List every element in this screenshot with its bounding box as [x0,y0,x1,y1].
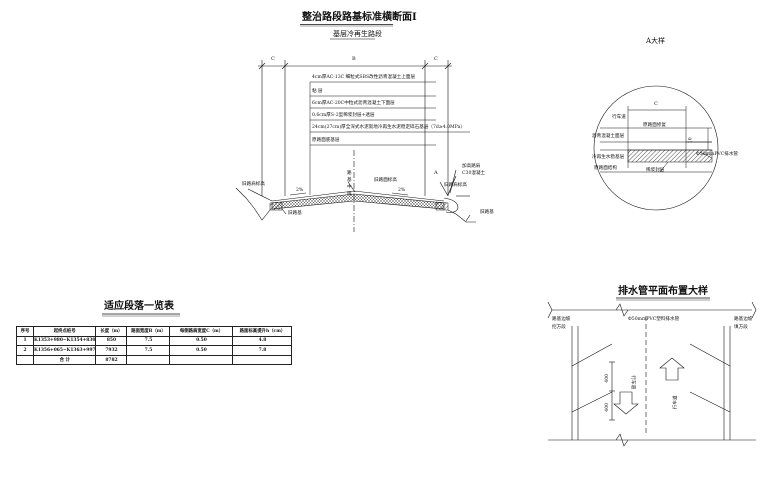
table-header-row: 序号 起终点桩号 长度（m） 路面宽度B（m） 每侧路肩宽度C（m） 路面标高提… [16,326,293,337]
segment-table: 序号 起终点桩号 长度（m） 路面宽度B（m） 每侧路肩宽度C（m） 路面标高提… [16,326,293,366]
dim-b: B [352,56,356,62]
layer-label-3: 6cm厚AC-20C中粒式沥青混凝土下面层 [312,101,395,106]
drain-dim-top: 400 [605,373,611,383]
col-header: 起终点桩号 [32,326,97,337]
col-header: 路面标高提升h（cm） [232,326,293,337]
table-cell [232,354,293,366]
detail-a-base: 冷再生水稳基层 [592,155,625,160]
table-cell: 4.8 [232,335,293,347]
dimension-line [258,60,452,196]
detail-a-repair: 原路面修复 [643,123,666,128]
detail-a-dim-10: 10 [688,137,694,144]
dim-c-right: C [434,56,438,62]
table-cell: 850 [95,335,128,347]
table-cell: 1 [16,335,34,347]
pavement-structure [269,190,449,211]
detail-a-seal: 稀浆封层 [646,168,665,173]
embankment [235,150,476,232]
col-header: 长度（m） [95,326,128,337]
col-header: 序号 [16,326,34,337]
drain-lane-right: 行车道 [673,395,679,410]
table-cell: 7932 [95,345,128,356]
table-cell [16,354,34,366]
drain-title: 排水管平面布置大样 [618,286,708,297]
label-old-base-left: 旧路基 [288,211,302,216]
drain-right-label-1: 路基边坡 [734,317,753,322]
label-c30: C30混凝土 [462,171,486,176]
layer-label-4: 0.6cm厚S-2型稀浆封层+透层 [312,113,375,118]
label-mark-a: A [434,170,438,176]
table-cell: K1353+980~K1354+830 [32,335,97,347]
detail-a-pipe: Φ50mmPVC排水管 [696,152,739,157]
label-old-shoulder-left: 旧路肩标高 [242,182,265,187]
label-centerline: 路基中线 [347,171,352,197]
table-cell [169,354,234,366]
table-cell [126,354,171,366]
drain-plan [547,301,757,447]
detail-a-orig: 原路面结构 [594,166,617,171]
drain-lane-left: 行车道 [630,375,636,390]
col-header: 每侧路肩宽度C（m） [169,326,234,337]
table-cell: 7.8 [232,345,293,356]
label-old-base-right: 旧路基 [480,210,494,215]
detail-a-dim-c: C [654,101,658,107]
label-widen: 加高路肩 [462,164,481,169]
detail-a-lane: 行车道 [612,115,626,120]
detail-a-circle [593,85,719,211]
section-title: 整治路段路基标准横断面Ⅰ [302,12,417,23]
label-old-road: 旧路面标高 [374,178,397,183]
layer-label-1: 4cm厚AC-13C 细粒式SBS改性沥青混凝土上面层 [312,75,416,80]
table-cell: 2 [16,345,34,356]
drain-left-label-2: 挖方段 [552,325,566,330]
drain-pipe-label: Φ50mmPVC塑料排水管 [628,317,680,322]
drain-dim-bottom: 400 [605,402,611,412]
detail-a-title: A大样 [646,37,666,45]
table-row: 1 K1353+980~K1354+830 850 7.5 0.50 4.8 [16,335,293,347]
label-slope-left: 2% [296,188,304,193]
layer-callout [309,81,470,195]
label-old-shoulder-right: 旧路肩标高 [444,183,467,188]
table-cell: 8782 [95,354,128,366]
table-cell: 0.50 [169,345,234,356]
table-row-total: 合 计 8782 [16,354,293,366]
label-slope-right: 2% [398,188,406,193]
table-title: 适应段落一览表 [104,301,174,312]
table-cell: K1356+065~K1363+997 [32,345,97,356]
layer-label-5: 24cm(27cm)厚全深式水泥就地冷再生水泥稳定碎石基层（7d≥4.0MPa） [312,125,465,130]
dim-c-left: C [271,56,275,62]
table-cell: 7.5 [126,345,171,356]
layer-label-6: 原路面底基层 [312,138,340,143]
table-cell: 0.50 [169,335,234,347]
table-cell: 7.5 [126,335,171,347]
layer-label-2: 粘 层 [312,89,323,94]
detail-a-upper: 沥青混凝土面层 [592,134,625,139]
section-subtitle: 基层冷再生路段 [333,30,382,38]
drain-right-label-2: 填方段 [734,325,748,330]
detail-a-drawing [600,106,713,173]
table-row: 2 K1356+065~K1363+997 7932 7.5 0.50 7.8 [16,345,293,356]
table-cell: 合 计 [32,354,97,366]
drain-left-label-1: 路基边坡 [552,317,571,322]
col-header: 路面宽度B（m） [126,326,171,337]
